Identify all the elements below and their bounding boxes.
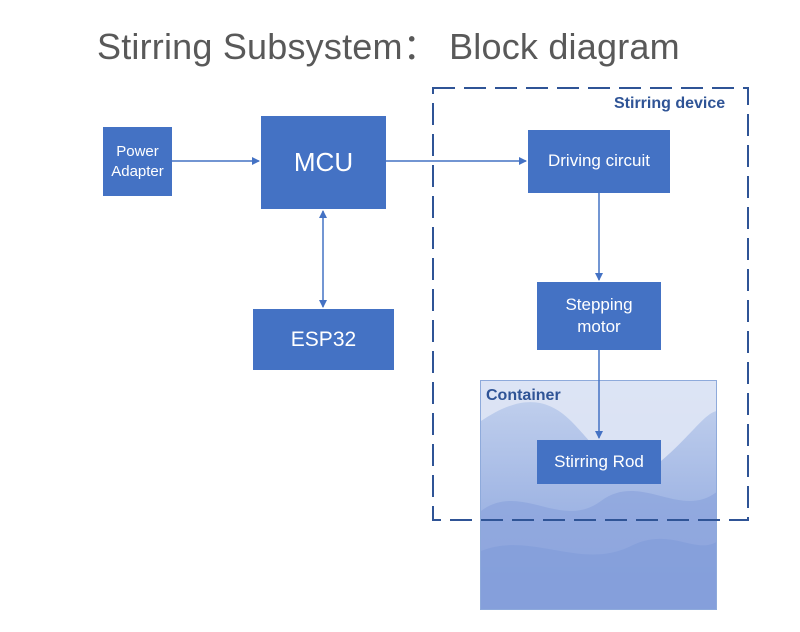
power-adapter-label-line2: Adapter — [111, 162, 164, 180]
stepping-motor-block: Stepping motor — [537, 282, 661, 350]
stepping-motor-label-line2: motor — [577, 317, 621, 336]
stirring-rod-label: Stirring Rod — [554, 451, 644, 471]
power-adapter-label-line1: Power — [116, 143, 159, 160]
stepping-motor-label-line1: Stepping — [565, 294, 633, 314]
mcu-block: MCU — [261, 116, 386, 209]
container-label: Container — [486, 387, 561, 404]
driving-circuit-block: Driving circuit — [528, 130, 670, 193]
stirring-rod-block: Stirring Rod — [537, 440, 661, 484]
mcu-label: MCU — [293, 146, 354, 177]
diagram-title: Stirring Subsystem： Block diagram — [97, 26, 680, 67]
esp32-label: ESP32 — [290, 327, 357, 351]
water-waves — [481, 381, 716, 609]
container-group — [480, 380, 717, 610]
power-adapter-block: Power Adapter — [103, 127, 172, 196]
driving-circuit-label: Driving circuit — [547, 151, 651, 171]
stirring-device-label: Stirring device — [614, 95, 726, 112]
esp32-block: ESP32 — [253, 309, 394, 370]
